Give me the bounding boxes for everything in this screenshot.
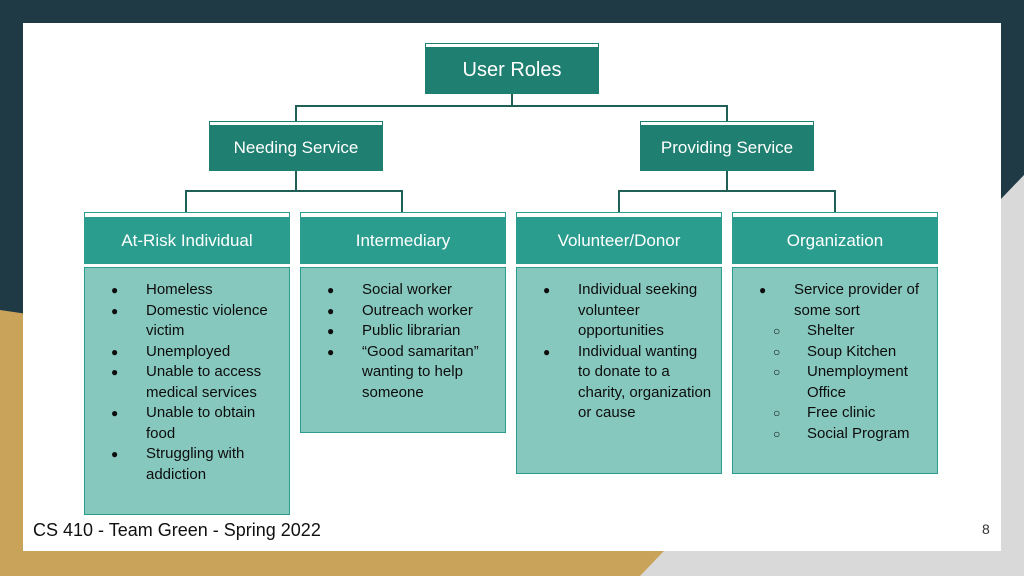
list-item-text: Social worker (362, 281, 453, 298)
bullet-icon: ● (111, 344, 119, 359)
list-item: ● Individual wanting to donate to a chari… (517, 342, 713, 424)
page-number: 8 (982, 521, 990, 537)
list-item: ● Public librarian (301, 321, 497, 342)
hollow-bullet-icon: ○ (773, 406, 781, 420)
list-item: ● “Good samaritan” wanting to help someon… (301, 342, 497, 404)
item-list: ● Service provider of some sort ○ Shelter ○ S… (733, 280, 929, 444)
bullet-icon: ● (543, 283, 551, 297)
sub-list-item: ○ Shelter (733, 321, 929, 342)
sub-list-item: ○ Soup Kitchen (733, 342, 929, 363)
item-list: ● Individual seeking volunteer opportunit… (517, 280, 713, 424)
branch-needing-service: Needing Service (209, 121, 383, 171)
root-node: User Roles (425, 43, 599, 94)
list-item: ● Unable to obtain food (85, 403, 281, 444)
bullet-icon: ● (327, 344, 335, 359)
connector-needing-left (185, 171, 297, 213)
category-label: At-Risk Individual (121, 231, 253, 250)
list-item: ● Domestic violence victim (85, 301, 281, 342)
hollow-bullet-icon: ○ (773, 324, 781, 338)
connector-lines (185, 94, 836, 213)
list-item: ● Unable to access medical services (85, 362, 281, 403)
bullet-icon: ● (543, 344, 551, 359)
list-item-text: Homeless (146, 281, 213, 298)
slide: User Roles Needing Service Providing Ser… (23, 23, 1001, 551)
list-item-text: Shelter (807, 322, 855, 339)
list-item: ● Service provider of some sort (733, 280, 929, 321)
bullet-icon: ● (327, 303, 335, 318)
branch-label: Providing Service (660, 138, 794, 157)
branch-label: Needing Service (233, 138, 359, 157)
connector-providing-right (727, 190, 836, 213)
hollow-bullet-icon: ○ (773, 365, 781, 379)
list-item: ● Struggling with addiction (85, 444, 281, 485)
list-item-text: Domestic violence victim (146, 301, 268, 340)
bullet-icon: ● (327, 283, 335, 297)
hollow-bullet-icon: ○ (773, 426, 781, 441)
list-item: ● Social worker (301, 280, 497, 301)
connector-needing-right (296, 190, 403, 213)
bullet-icon: ● (759, 283, 767, 297)
sub-list-item: ○ Social Program (733, 424, 929, 445)
connector-root-branches (295, 94, 513, 121)
list-item-text: Unable to access medical services (146, 363, 262, 401)
category-label: Intermediary (355, 231, 451, 250)
sub-list-item: ○ Unemployment Office (733, 362, 929, 403)
list-item-text: Social Program (807, 424, 910, 442)
list-item: ● Unemployed (85, 342, 281, 363)
bullet-icon: ● (111, 447, 119, 461)
list-item-text: Struggling with addiction (146, 445, 245, 483)
list-item-text: “Good samaritan” wanting to help someone (362, 342, 479, 401)
sub-list-item: ○ Free clinic (733, 403, 929, 424)
list-item: ● Homeless (85, 280, 281, 301)
list-item: ● Individual seeking volunteer opportunit… (517, 280, 713, 342)
panel-volunteer-donor: ● Individual seeking volunteer opportunit… (516, 267, 722, 474)
root-label: User Roles (462, 59, 562, 81)
branch-providing-service: Providing Service (640, 121, 814, 171)
category-organization: Organization (732, 212, 938, 264)
hollow-bullet-icon: ○ (773, 344, 781, 359)
item-list: ● Homeless ● Domestic violence victim ● Unemp… (85, 280, 281, 485)
list-item-text: Service provider of some sort (794, 281, 920, 319)
list-item: ● Outreach worker (301, 301, 497, 322)
bullet-icon: ● (111, 406, 119, 420)
bullet-icon: ● (111, 283, 119, 297)
category-label: Volunteer/Donor (557, 231, 681, 250)
list-item-text: Unemployment Office (807, 363, 908, 401)
connector-providing-left (618, 171, 728, 213)
connector-root-right (512, 105, 728, 121)
item-list: ● Social worker ● Outreach worker ● Public li… (301, 280, 497, 403)
footer-text: CS 410 - Team Green - Spring 2022 (33, 520, 321, 540)
list-item-text: Public librarian (362, 322, 461, 339)
list-item-text: Unable to obtain food (146, 404, 256, 442)
bullet-icon: ● (111, 303, 119, 318)
panel-intermediary: ● Social worker ● Outreach worker ● Public li… (300, 267, 506, 433)
category-label: Organization (786, 231, 884, 250)
list-item-text: Individual seeking volunteer opportuniti… (578, 281, 698, 339)
category-intermediary: Intermediary (300, 212, 506, 264)
list-item-text: Soup Kitchen (807, 342, 897, 360)
bullet-icon: ● (327, 324, 335, 338)
list-item-text: Outreach worker (362, 301, 473, 319)
panel-at-risk-individual: ● Homeless ● Domestic violence victim ● Unemp… (84, 267, 290, 515)
list-item-text: Free clinic (807, 404, 876, 421)
panel-organization: ● Service provider of some sort ○ Shelter ○ S… (732, 267, 938, 474)
category-at-risk-individual: At-Risk Individual (84, 212, 290, 264)
list-item-text: Individual wanting to donate to a charit… (578, 342, 712, 422)
category-volunteer-donor: Volunteer/Donor (516, 212, 722, 264)
bullet-icon: ● (111, 365, 119, 379)
list-item-text: Unemployed (146, 342, 231, 360)
